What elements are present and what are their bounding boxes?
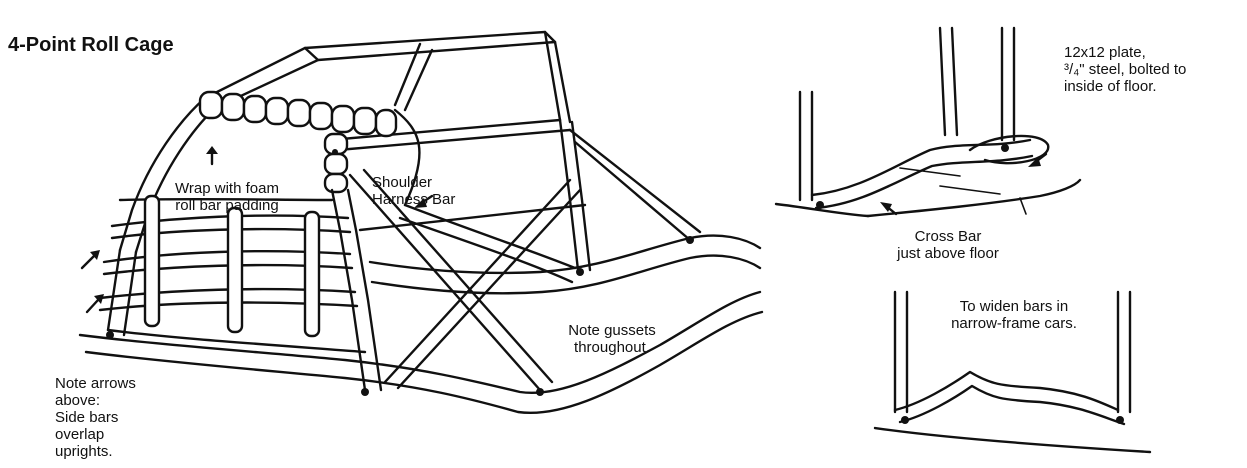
label-gussets: Note gussets throughout. (552, 322, 672, 356)
label-line: above: (55, 392, 101, 409)
label-line: overlap (55, 426, 105, 443)
arrows (80, 146, 434, 314)
label-line: Harness Bar (372, 191, 456, 208)
label-line: uprights. (55, 443, 113, 460)
label-line: Cross Bar (914, 228, 982, 245)
label-shoulder-harness: Shoulder Harness Bar (372, 174, 455, 208)
roof-frame (203, 30, 572, 152)
label-line: narrow-frame cars. (951, 315, 1077, 332)
floor-plate-illustration (774, 26, 1082, 218)
label-line: inside of floor. (1064, 78, 1157, 95)
side-bars (98, 194, 367, 354)
label-line: just above floor (897, 245, 999, 262)
main-cage-illustration (78, 30, 764, 415)
label-foam-padding: Wrap with foam roll bar padding (162, 180, 292, 214)
label-line: Shoulder (372, 174, 433, 191)
label-widen-bars: To widen bars in narrow-frame cars. (924, 298, 1104, 332)
widen-bars-illustration (873, 290, 1152, 454)
braces (348, 128, 702, 392)
label-line: throughout. (574, 339, 650, 356)
main-hoop (330, 108, 592, 392)
label-line: Note arrows (55, 375, 136, 392)
label-note-arrows: Note arrows above: Side bars overlap upr… (55, 375, 136, 460)
label-line: roll bar padding (175, 197, 279, 214)
label-line: Note gussets (568, 322, 656, 339)
label-line: Side bars (55, 409, 119, 426)
gussets (106, 149, 694, 396)
label-line: To widen bars in (959, 298, 1069, 315)
label-line: 12x12 plate, (1064, 44, 1146, 61)
label-cross-bar: Cross Bar just above floor (868, 228, 1028, 262)
padded-roll-bar (118, 90, 398, 254)
label-line: Wrap with foam (175, 180, 279, 197)
label-plate: 12x12 plate, ³/₄" steel, bolted to insid… (1064, 44, 1186, 95)
diagram-title: 4-Point Roll Cage (8, 34, 174, 56)
label-line: ³/₄" steel, bolted to (1064, 61, 1187, 78)
